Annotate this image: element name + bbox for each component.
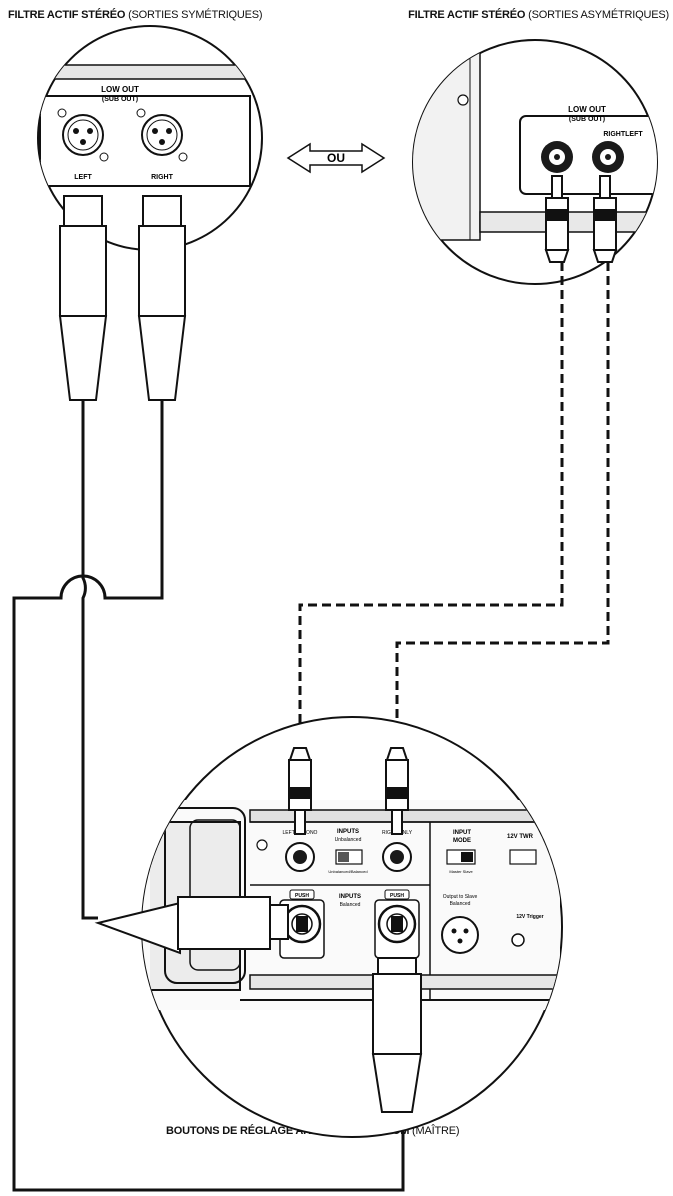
unbalanced-right-left-label: RIGHTLEFT: [603, 131, 643, 138]
rca-input-left-mono: [285, 842, 315, 872]
unbalanced-sub-out-label: (SUB OUT): [569, 116, 605, 123]
input-mode-switch-label: Master Slave: [449, 869, 473, 874]
input-mode-label-2: MODE: [453, 838, 471, 844]
balanced-filter-magnifier: LOW OUT (SUB OUT) LEFT RIGHT: [37, 25, 263, 251]
rca-jack-right: [541, 141, 573, 173]
xlr-output-slave: [441, 916, 479, 954]
xlr-combo-input-left: PUSH: [279, 889, 325, 959]
twelve-volt-label: 12V TWR: [507, 834, 534, 840]
push-label-left: PUSH: [295, 893, 309, 899]
rca-plug-bottom-right: [385, 747, 409, 835]
caption-unbalanced-filter: FILTRE ACTIF STÉRÉO (SORTIES ASYMÉTRIQUE…: [408, 9, 669, 21]
push-label-right: PUSH: [390, 893, 404, 899]
balanced-low-out-label: LOW OUT: [101, 85, 139, 94]
output-slave-label: Output to Slave: [443, 894, 478, 900]
rca-input-right-only: [382, 842, 412, 872]
xlr-plug-right: [137, 195, 187, 401]
xlr-plug-horizontal: [94, 896, 289, 955]
rca-plug-bottom-left: [288, 747, 312, 835]
input-mode-label: INPUT: [453, 830, 471, 836]
inputs-balanced-title: INPUTS: [339, 894, 361, 900]
balanced-right-label: RIGHT: [151, 174, 174, 181]
caption-balanced-filter: FILTRE ACTIF STÉRÉO (SORTIES SYMÉTRIQUES…: [8, 9, 263, 21]
rca-plug-top-1: [544, 175, 570, 263]
xlr-combo-input-right: PUSH: [374, 889, 420, 959]
unbalanced-low-out-label: LOW OUT: [568, 105, 606, 114]
balance-switch-label: Unbalanced/Balanced: [328, 869, 367, 874]
balanced-sub-out-label: (SUB OUT): [102, 96, 138, 103]
trigger-label: 12V Trigger: [516, 914, 543, 920]
balanced-left-label: LEFT: [74, 174, 92, 181]
inputs-balanced-sub: Balanced: [340, 902, 361, 908]
xlr-cables: [12, 400, 405, 1192]
rca-jack-left: [592, 141, 624, 173]
output-slave-sub: Balanced: [450, 901, 471, 907]
unbalanced-filter-magnifier: LOW OUT (SUB OUT) RIGHTLEFT: [412, 39, 658, 285]
xlr-jack-left: [57, 108, 109, 162]
rca-cables: [298, 262, 610, 748]
inputs-unbalanced-title: INPUTS: [337, 829, 359, 835]
or-label: OU: [327, 151, 345, 165]
xlr-jack-right: [136, 108, 188, 162]
or-double-arrow: OU: [286, 142, 386, 174]
xlr-plug-vertical: [371, 957, 423, 1113]
rca-plug-top-2: [592, 175, 618, 263]
xlr-plug-left: [58, 195, 108, 401]
inputs-unbalanced-sub: Unbalanced: [335, 837, 362, 843]
